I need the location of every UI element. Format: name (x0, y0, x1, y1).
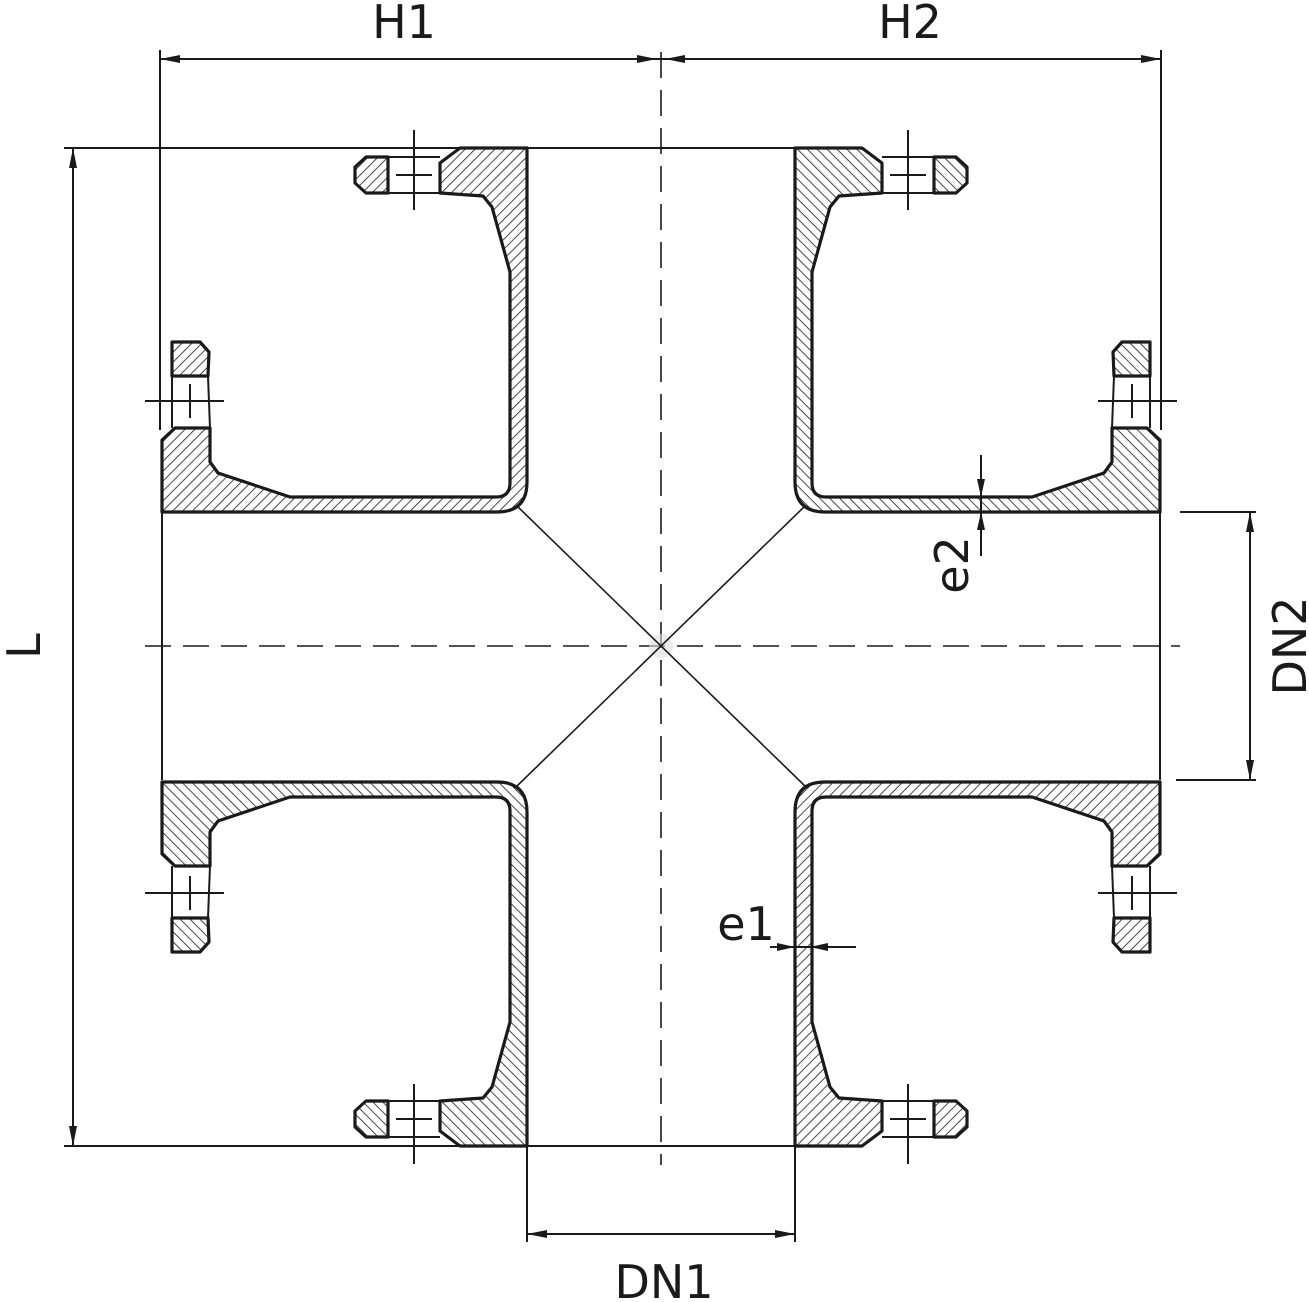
dimension-l: L (0, 147, 527, 1147)
dn1-arrow-left (527, 1230, 547, 1238)
center-lines (145, 52, 1180, 1165)
body-wall-section (160, 146, 529, 514)
e1-label: e1 (717, 897, 775, 951)
left-flange-lug (170, 340, 211, 378)
dimension-e1: e1 (717, 897, 856, 951)
dimension-h2: H2 (661, 0, 1162, 430)
body-quadrant-top-left (145, 130, 529, 514)
body-quadrant-bottom-left (143, 780, 529, 1166)
e1-arrow-right (810, 943, 828, 951)
e2-label: e2 (925, 536, 979, 594)
dn1-arrow-right (775, 1230, 795, 1238)
h1-arrow-right (637, 55, 657, 63)
dimension-h1: H1 (159, 0, 661, 430)
l-label: L (0, 633, 51, 659)
h2-arrow-left (665, 55, 685, 63)
h2-label: H2 (878, 0, 942, 49)
dn2-label: DN2 (1263, 596, 1309, 695)
l-arrow-bottom (69, 1126, 77, 1146)
h1-label: H1 (372, 0, 436, 49)
dimension-e2: e2 (925, 455, 985, 594)
e2-arrow-bottom (977, 512, 985, 530)
diagonal-line (516, 505, 806, 787)
h2-arrow-right (1141, 55, 1161, 63)
dn2-arrow-top (1246, 512, 1254, 532)
e1-arrow-left (777, 943, 795, 951)
bore-outlines (161, 147, 1161, 1147)
h1-arrow-left (160, 55, 180, 63)
dn2-arrow-bottom (1246, 760, 1254, 780)
body-quadrant-bottom-right (793, 780, 1179, 1166)
dimension-dn2: DN2 (1176, 511, 1309, 781)
e2-arrow-top (977, 479, 985, 497)
top-flange-lug (353, 155, 390, 195)
top-bolt-centerline (396, 130, 432, 210)
diagonal-lines (516, 505, 806, 787)
left-bolt-centerline (145, 384, 224, 418)
dn1-label: DN1 (614, 1255, 713, 1302)
body-quadrant-top-right (793, 128, 1179, 514)
l-arrow-top (69, 148, 77, 168)
dimension-dn1: DN1 (526, 1146, 796, 1302)
